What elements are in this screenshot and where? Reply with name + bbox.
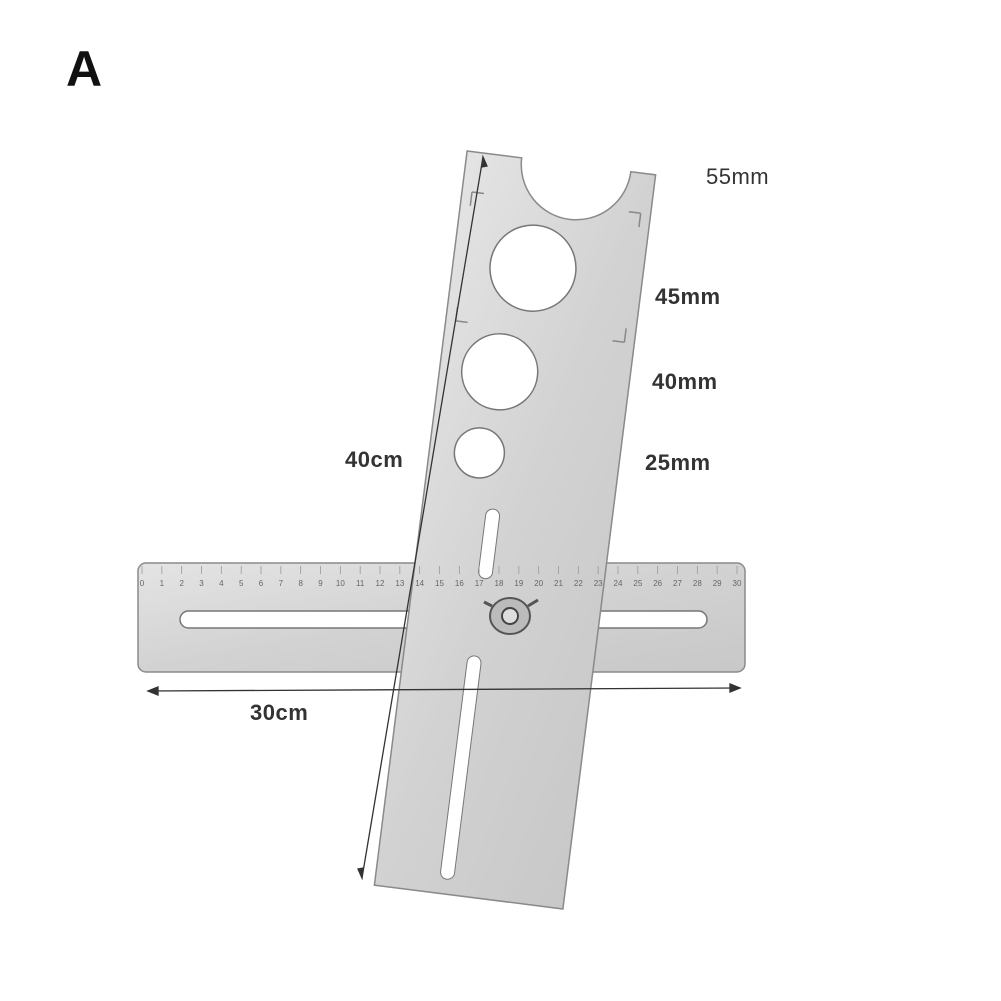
ruler-number: 30 bbox=[733, 579, 742, 588]
ruler-number: 10 bbox=[336, 579, 345, 588]
ruler-number: 4 bbox=[219, 579, 224, 588]
ruler-number: 25 bbox=[633, 579, 642, 588]
ruler-number: 21 bbox=[554, 579, 563, 588]
ruler-number: 6 bbox=[259, 579, 264, 588]
label-hole-45mm: 45mm bbox=[655, 284, 721, 309]
upper-slot bbox=[478, 508, 501, 580]
ruler-number: 11 bbox=[356, 579, 365, 588]
label-hole-25mm: 25mm bbox=[645, 450, 711, 475]
wing-nut-icon bbox=[483, 597, 539, 635]
lower-slot bbox=[440, 655, 482, 880]
ruler-number: 23 bbox=[594, 579, 603, 588]
ruler-number: 7 bbox=[279, 579, 284, 588]
ruler-number: 1 bbox=[160, 579, 165, 588]
ruler-number: 13 bbox=[395, 579, 404, 588]
ruler-number: 15 bbox=[435, 579, 444, 588]
label-width-30cm: 30cm bbox=[250, 700, 309, 725]
panel-letter: A bbox=[66, 41, 103, 97]
ruler-number: 3 bbox=[199, 579, 204, 588]
ruler-number: 29 bbox=[713, 579, 722, 588]
ruler-number: 18 bbox=[495, 579, 504, 588]
label-length-40cm: 40cm bbox=[345, 447, 404, 472]
ruler-number: 16 bbox=[455, 579, 464, 588]
ruler-number: 22 bbox=[574, 579, 583, 588]
ruler-number: 24 bbox=[614, 579, 623, 588]
ruler-number: 12 bbox=[376, 579, 385, 588]
hole-25mm bbox=[453, 427, 506, 479]
ruler-number: 5 bbox=[239, 579, 244, 588]
ruler-number: 26 bbox=[653, 579, 662, 588]
ruler-number: 8 bbox=[298, 579, 303, 588]
ruler-number: 27 bbox=[673, 579, 682, 588]
ruler-number: 0 bbox=[140, 579, 145, 588]
ruler-number: 14 bbox=[415, 579, 424, 588]
ruler-number: 19 bbox=[514, 579, 523, 588]
ruler-number: 28 bbox=[693, 579, 702, 588]
vertical-hole-guide-plate bbox=[373, 150, 657, 910]
dimension-arrow-40cm bbox=[357, 154, 488, 881]
ruler-number: 9 bbox=[318, 579, 323, 588]
hole-45mm bbox=[489, 224, 577, 312]
dimension-arrow-30cm bbox=[146, 683, 742, 696]
label-hole-40mm: 40mm bbox=[652, 369, 718, 394]
ruler-number: 20 bbox=[534, 579, 543, 588]
label-hole-55mm: 55mm bbox=[706, 164, 770, 189]
ruler-number: 17 bbox=[475, 579, 484, 588]
hole-40mm bbox=[460, 333, 539, 411]
ruler-number: 2 bbox=[179, 579, 184, 588]
